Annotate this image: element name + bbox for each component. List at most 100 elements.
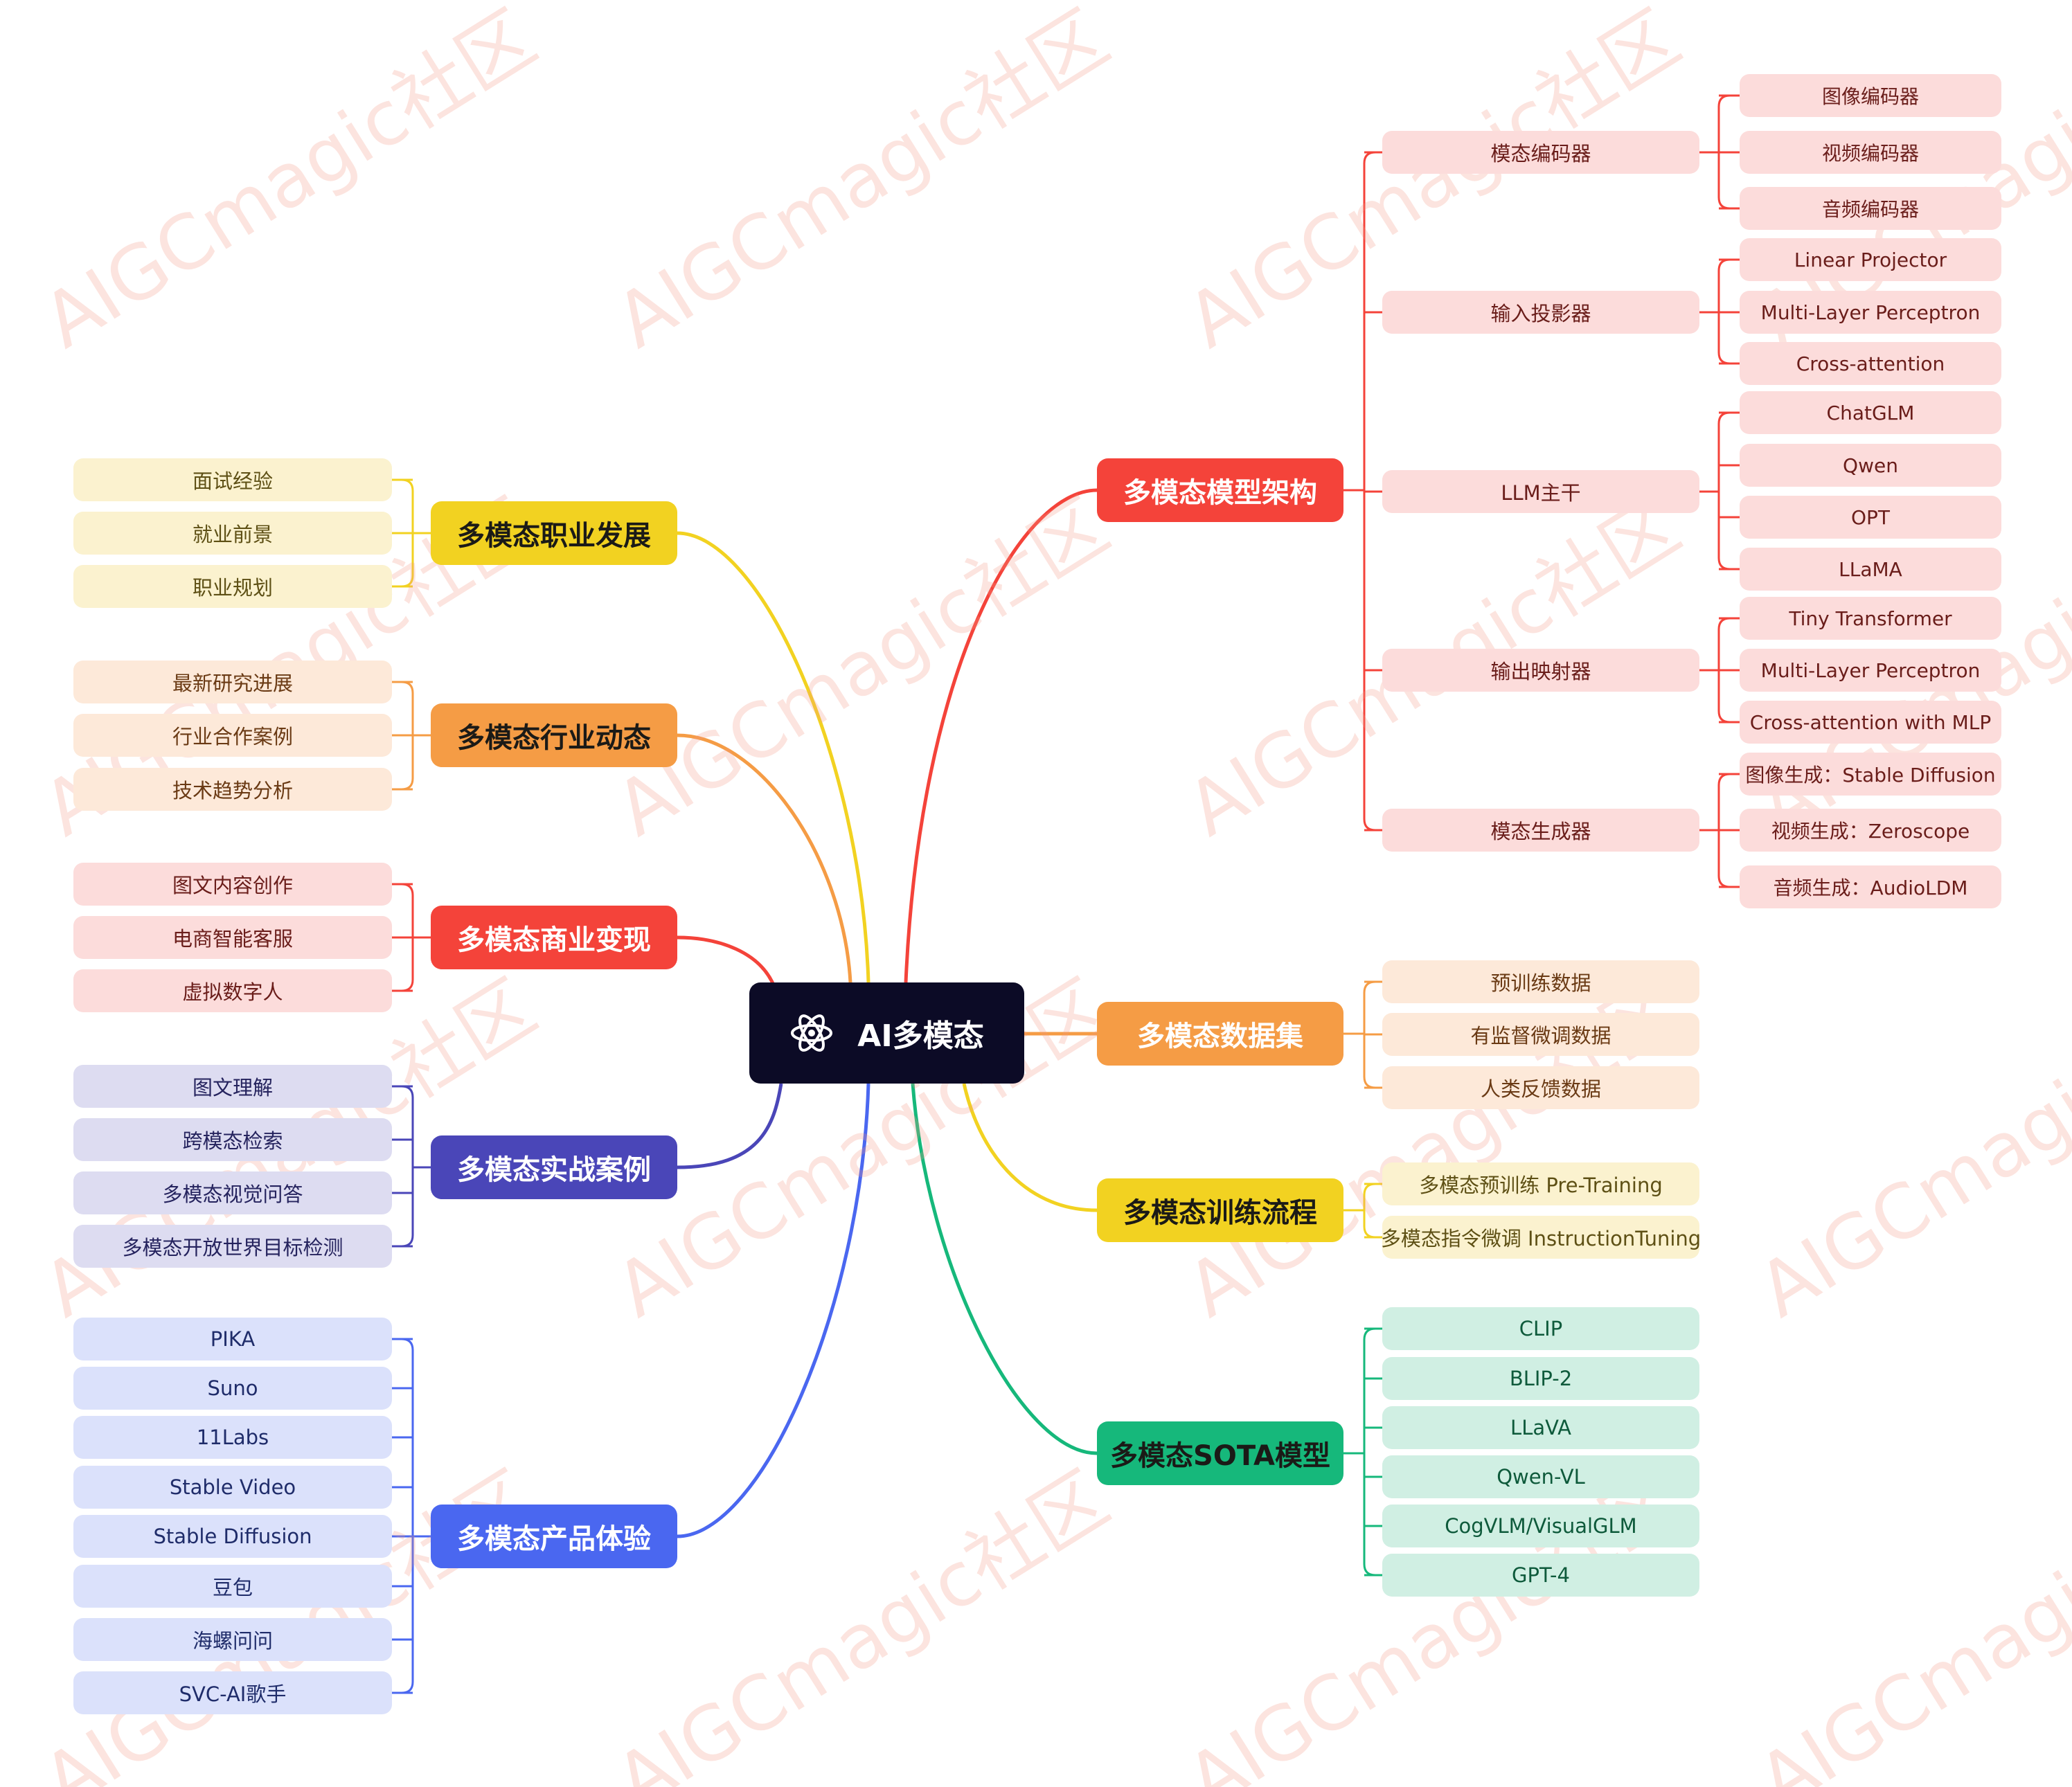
leaf-node[interactable]: 海螺问问: [73, 1618, 392, 1661]
atom-icon: [791, 1014, 833, 1052]
branch-3[interactable]: 多模态训练流程: [1097, 1178, 1343, 1242]
leaf-node[interactable]: PIKA: [73, 1318, 392, 1361]
branch-4[interactable]: 多模态SOTA模型: [1097, 1421, 1343, 1485]
component-node-label: Qwen: [1843, 454, 1898, 477]
component-node[interactable]: 视频生成：Zeroscope: [1740, 809, 2001, 852]
leaf-node[interactable]: LLaVA: [1382, 1406, 1699, 1449]
component-node-label: 图像生成：Stable Diffusion: [1745, 764, 1996, 787]
component-node[interactable]: 图像生成：Stable Diffusion: [1740, 753, 2001, 796]
root-node[interactable]: AI多模态: [749, 982, 1024, 1084]
leaf-node-label: Suno: [207, 1376, 258, 1400]
leaf-node[interactable]: 技术趋势分析: [73, 768, 392, 811]
module-node[interactable]: 输入投影器: [1382, 291, 1699, 334]
leaf-node[interactable]: 图文理解: [73, 1065, 392, 1108]
component-node-label: Cross-attention: [1796, 352, 1945, 375]
branch-2[interactable]: 多模态数据集: [1097, 1002, 1343, 1066]
branch-left-1[interactable]: 多模态职业发展: [431, 501, 677, 565]
module-node[interactable]: 输出映射器: [1382, 649, 1699, 692]
leaf-node[interactable]: 最新研究进展: [73, 661, 392, 703]
leaf-node-label: 图文内容创作: [172, 874, 293, 897]
leaf-node[interactable]: 多模态视觉问答: [73, 1171, 392, 1214]
leaf-node[interactable]: 图文内容创作: [73, 863, 392, 906]
leaf-node[interactable]: 豆包: [73, 1565, 392, 1608]
branch-left-1-label: 多模态职业发展: [457, 520, 651, 552]
leaf-node[interactable]: 跨模态检索: [73, 1118, 392, 1161]
branch-left-5[interactable]: 多模态产品体验: [431, 1505, 677, 1568]
branch-2-label: 多模态数据集: [1137, 1021, 1303, 1052]
leaf-node-label: 人类反馈数据: [1480, 1077, 1601, 1101]
module-node[interactable]: 模态生成器: [1382, 809, 1699, 852]
leaf-node[interactable]: 多模态预训练 Pre-Training: [1382, 1162, 1699, 1205]
leaf-node[interactable]: Qwen-VL: [1382, 1455, 1699, 1498]
leaf-node-label: 11Labs: [196, 1426, 269, 1449]
leaf-node[interactable]: 职业规划: [73, 565, 392, 608]
leaf-node[interactable]: SVC-AI歌手: [73, 1671, 392, 1714]
branch-left-2[interactable]: 多模态行业动态: [431, 703, 677, 767]
component-node[interactable]: Multi-Layer Perceptron: [1740, 649, 2001, 692]
connector-line: [1717, 411, 1731, 571]
branch-left-2-label: 多模态行业动态: [457, 722, 651, 754]
branch-left-4[interactable]: 多模态实战案例: [431, 1135, 677, 1199]
leaf-node-label: 最新研究进展: [172, 672, 293, 695]
leaf-node-label: 预训练数据: [1490, 971, 1591, 995]
leaf-node[interactable]: CogVLM/VisualGLM: [1382, 1505, 1699, 1547]
leaf-node[interactable]: 就业前景: [73, 512, 392, 555]
leaf-node[interactable]: BLIP-2: [1382, 1357, 1699, 1400]
leaf-node-label: 跨模态检索: [182, 1129, 283, 1153]
leaf-node-label: Qwen-VL: [1497, 1465, 1585, 1489]
leaf-node[interactable]: Stable Video: [73, 1466, 392, 1509]
component-node[interactable]: Linear Projector: [1740, 238, 2001, 281]
component-node-label: 视频编码器: [1821, 142, 1919, 165]
component-node[interactable]: 音频生成：AudioLDM: [1740, 865, 2001, 908]
component-node[interactable]: Tiny Transformer: [1740, 597, 2001, 640]
leaf-node[interactable]: CLIP: [1382, 1307, 1699, 1350]
leaf-node[interactable]: 行业合作案例: [73, 714, 392, 757]
component-node[interactable]: OPT: [1740, 496, 2001, 539]
component-node[interactable]: LLaMA: [1740, 548, 2001, 591]
component-node[interactable]: 视频编码器: [1740, 131, 2001, 174]
leaf-node-label: 电商智能客服: [172, 927, 293, 951]
leaf-node-label: PIKA: [210, 1327, 256, 1351]
component-node[interactable]: 图像编码器: [1740, 74, 2001, 117]
leaf-node-label: GPT-4: [1512, 1563, 1570, 1587]
component-node-label: Multi-Layer Perceptron: [1760, 300, 1981, 324]
component-node[interactable]: 音频编码器: [1740, 187, 2001, 230]
branch-1[interactable]: 多模态模型架构: [1097, 458, 1343, 522]
root-label: AI多模态: [857, 1018, 984, 1054]
connector-line: [677, 935, 776, 987]
leaf-node[interactable]: 多模态开放世界目标检测: [73, 1225, 392, 1268]
leaf-node-label: 豆包: [212, 1576, 253, 1599]
branch-4-label: 多模态SOTA模型: [1110, 1440, 1330, 1472]
leaf-node[interactable]: 11Labs: [73, 1416, 392, 1459]
leaf-node[interactable]: 电商智能客服: [73, 916, 392, 959]
leaf-node-label: 职业规划: [192, 576, 273, 600]
module-node[interactable]: 模态编码器: [1382, 131, 1699, 174]
component-node[interactable]: Multi-Layer Perceptron: [1740, 291, 2001, 334]
branch-1-label: 多模态模型架构: [1123, 477, 1317, 509]
leaf-node[interactable]: 人类反馈数据: [1382, 1066, 1699, 1109]
branch-left-3-label: 多模态商业变现: [457, 924, 651, 956]
leaf-node[interactable]: 虚拟数字人: [73, 969, 392, 1012]
leaf-node[interactable]: 面试经验: [73, 458, 392, 501]
component-node-label: OPT: [1850, 505, 1891, 529]
component-node-label: 音频编码器: [1821, 198, 1919, 221]
leaf-node[interactable]: GPT-4: [1382, 1554, 1699, 1597]
component-node-label: Cross-attention with MLP: [1749, 710, 1992, 734]
leaf-node[interactable]: Suno: [73, 1367, 392, 1410]
module-node-label: 输入投影器: [1490, 302, 1591, 325]
connector-line: [677, 733, 852, 983]
leaf-node[interactable]: 预训练数据: [1382, 960, 1699, 1003]
component-node[interactable]: Qwen: [1740, 444, 2001, 487]
component-node[interactable]: Cross-attention with MLP: [1740, 701, 2001, 744]
leaf-node-label: 行业合作案例: [172, 725, 293, 748]
branch-left-3[interactable]: 多模态商业变现: [431, 906, 677, 969]
branch-3-label: 多模态训练流程: [1123, 1197, 1317, 1229]
module-node-label: 输出映射器: [1490, 660, 1591, 683]
module-node[interactable]: LLM主干: [1382, 470, 1699, 513]
component-node[interactable]: ChatGLM: [1740, 391, 2001, 434]
component-node[interactable]: Cross-attention: [1740, 342, 2001, 385]
leaf-node[interactable]: 有监督微调数据: [1382, 1013, 1699, 1056]
leaf-node[interactable]: Stable Diffusion: [73, 1515, 392, 1558]
leaf-node[interactable]: 多模态指令微调 InstructionTuning: [1382, 1216, 1699, 1259]
